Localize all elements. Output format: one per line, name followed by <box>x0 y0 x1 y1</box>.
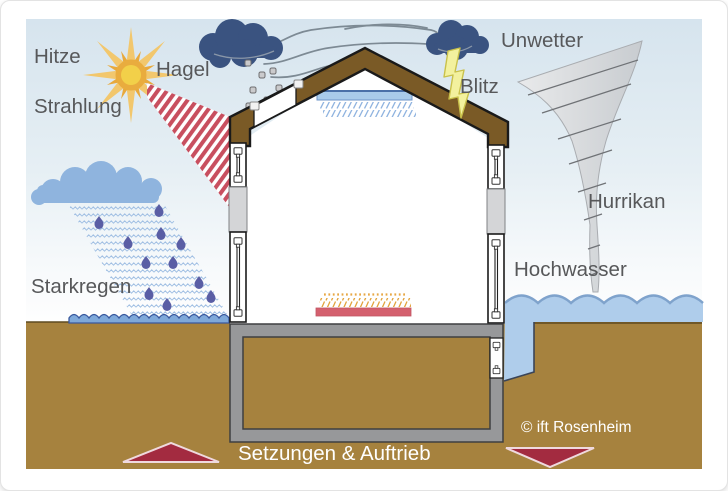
right-lower-window <box>487 233 505 324</box>
storm-cloud-icon <box>426 20 489 60</box>
attic-ceiling-element <box>316 90 416 117</box>
heat-radiation-beam <box>147 83 235 215</box>
label-hochwasser: Hochwasser <box>514 258 627 281</box>
left-spandrel-panel <box>228 186 248 233</box>
rain-puddle <box>68 313 230 324</box>
basement-window <box>489 337 504 379</box>
tornado-icon <box>516 40 643 293</box>
right-spandrel-panel <box>486 188 506 235</box>
label-hurrikan: Hurrikan <box>588 190 665 213</box>
label-setzungen-auftrieb: Setzungen & Auftrieb <box>238 442 431 465</box>
hail-cloud-icon <box>199 19 283 68</box>
settlement-arrow-up <box>122 441 220 463</box>
right-wall <box>486 144 506 324</box>
label-unwetter: Unwetter <box>501 29 583 52</box>
label-starkregen: Starkregen <box>31 275 131 298</box>
flood-water <box>503 294 704 382</box>
label-strahlung: Strahlung <box>34 95 122 118</box>
label-copyright: © ift Rosenheim <box>521 419 632 436</box>
basement <box>229 323 504 443</box>
rain-cloud-icon <box>31 161 162 205</box>
roof-window <box>249 79 304 129</box>
lightning-icon <box>443 47 470 119</box>
ground <box>26 321 702 469</box>
label-blitz: Blitz <box>460 75 499 98</box>
buoyancy-arrow-down <box>505 447 595 469</box>
label-hagel: Hagel <box>156 58 210 81</box>
floor-heating-element <box>315 293 412 317</box>
left-lower-window <box>229 231 247 323</box>
sun-icon <box>83 27 179 123</box>
house-interior <box>230 59 505 324</box>
label-hitze: Hitze <box>34 45 81 68</box>
left-wall <box>228 142 248 323</box>
house-cross-section <box>228 46 510 443</box>
